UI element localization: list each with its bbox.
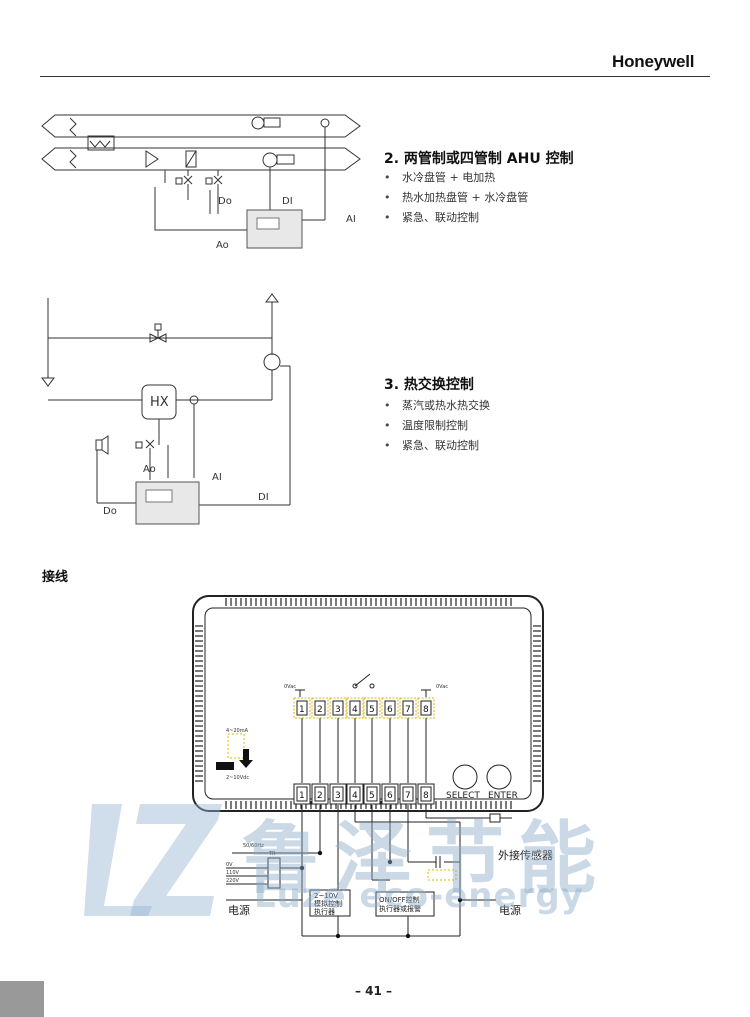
terminal-inner <box>349 786 361 802</box>
corner-block <box>0 981 44 1017</box>
onoff-actuator-line1: ON/OFF控制 <box>379 895 420 904</box>
terminal-label: 7 <box>405 791 411 801</box>
terminal-inner <box>402 700 414 716</box>
analog-actuator-line3: 执行器 <box>314 907 335 916</box>
brand-logo: Honeywell <box>612 52 695 71</box>
terminal-inner <box>384 700 396 716</box>
terminal-label: 1 <box>299 705 305 715</box>
top-right-note: 0Vac <box>436 684 448 690</box>
section3-title: 3. 热交换控制 <box>384 377 474 393</box>
hx-diagram <box>41 293 291 525</box>
terminal-label: 3 <box>335 705 341 715</box>
terminal-label: 6 <box>387 791 393 801</box>
do-label: Do <box>218 196 232 207</box>
terminal-inner <box>314 786 326 802</box>
terminal-label: 4 <box>352 705 358 715</box>
list-item: 蒸汽或热水热交换 <box>384 396 490 416</box>
power-right-label: 电源 <box>499 903 521 917</box>
di-label: DI <box>258 492 269 503</box>
list-item: 热水加热盘管 + 水冷盘管 <box>384 188 528 208</box>
terminal <box>329 783 347 805</box>
terminal-inner <box>349 700 361 716</box>
wiring-title: 接线 <box>42 570 69 585</box>
terminal-inner <box>384 786 396 802</box>
terminal-inner <box>314 700 326 716</box>
power-left-label: 电源 <box>228 903 250 917</box>
terminal-label: 6 <box>387 705 393 715</box>
terminal-inner <box>296 700 308 716</box>
supply-freq: 50/60Hz <box>243 843 264 849</box>
di-label: DI <box>282 196 293 207</box>
terminal-label: 2 <box>317 791 323 801</box>
terminal-inner <box>420 700 432 716</box>
terminal-inner <box>366 786 378 802</box>
terminal <box>293 783 311 805</box>
terminal-inner <box>402 786 414 802</box>
voltage-110v: 110V <box>226 870 240 876</box>
list-item: 紧急、联动控制 <box>384 436 490 456</box>
ahu-diagram <box>41 114 361 249</box>
voltage-220v: 220V <box>226 878 240 884</box>
list-item: 紧急、联动控制 <box>384 208 528 228</box>
terminal <box>311 783 329 805</box>
enter-label: ENTER <box>488 791 518 801</box>
terminal-inner <box>420 786 432 802</box>
ahu-labels: Do DI AI Ao <box>216 196 356 251</box>
terminal <box>417 783 435 805</box>
terminal-label: 5 <box>369 791 375 801</box>
terminal-inner <box>332 700 344 716</box>
hx-labels: HX Ao AI DI Do <box>103 395 269 517</box>
terminal <box>363 783 381 805</box>
list-item: 温度限制控制 <box>384 416 490 436</box>
ao-label: Ao <box>143 464 156 475</box>
section3-bullets: 蒸汽或热水热交换 温度限制控制 紧急、联动控制 <box>384 396 490 456</box>
hx-label: HX <box>150 395 169 410</box>
sensor-label: 外接传感器 <box>498 849 553 862</box>
terminal-inner <box>366 700 378 716</box>
terminal-label: 5 <box>369 705 375 715</box>
terminal <box>381 783 399 805</box>
header-rule <box>40 76 710 77</box>
terminal-label: 8 <box>423 791 429 801</box>
do-label: Do <box>103 506 117 517</box>
analog-actuator-line1: 2~10V <box>314 892 338 900</box>
terminal-inner <box>296 786 308 802</box>
terminal-label: 2 <box>317 705 323 715</box>
wiring-diagram: 1 2 3 4 5 6 7 8 1 2 3 4 5 6 7 8 0Vac 0Vac 4~20mA 2~10V… <box>192 595 553 939</box>
terminal <box>399 783 417 805</box>
voltage-0v: 0V <box>226 862 233 868</box>
list-item: 水冷盘管 + 电加热 <box>384 168 528 188</box>
ai-label: AI <box>346 214 356 225</box>
page-number: – 41 – <box>355 984 393 998</box>
terminal-label: 1 <box>299 791 305 801</box>
transformer-label: TR <box>268 851 276 857</box>
terminal-label: 3 <box>335 791 341 801</box>
terminal <box>346 783 364 805</box>
terminal-label: 7 <box>405 705 411 715</box>
terminal-inner <box>332 786 344 802</box>
section2-title: 2. 两管制或四管制 AHU 控制 <box>384 151 574 167</box>
terminal-label: 8 <box>423 705 429 715</box>
terminal-label: 4 <box>352 791 358 801</box>
voltage-label: 2~10Vdc <box>226 775 249 781</box>
top-left-note: 0Vac <box>284 684 296 690</box>
analog-actuator-line2: 模拟控制 <box>314 899 342 908</box>
ai-label: AI <box>212 472 222 483</box>
select-label: SELECT <box>446 791 480 801</box>
onoff-actuator-line2: 执行器或报警 <box>379 904 421 913</box>
ao-label: Ao <box>216 240 229 251</box>
section2-bullets: 水冷盘管 + 电加热 热水加热盘管 + 水冷盘管 紧急、联动控制 <box>384 168 528 228</box>
current-label: 4~20mA <box>226 728 249 734</box>
